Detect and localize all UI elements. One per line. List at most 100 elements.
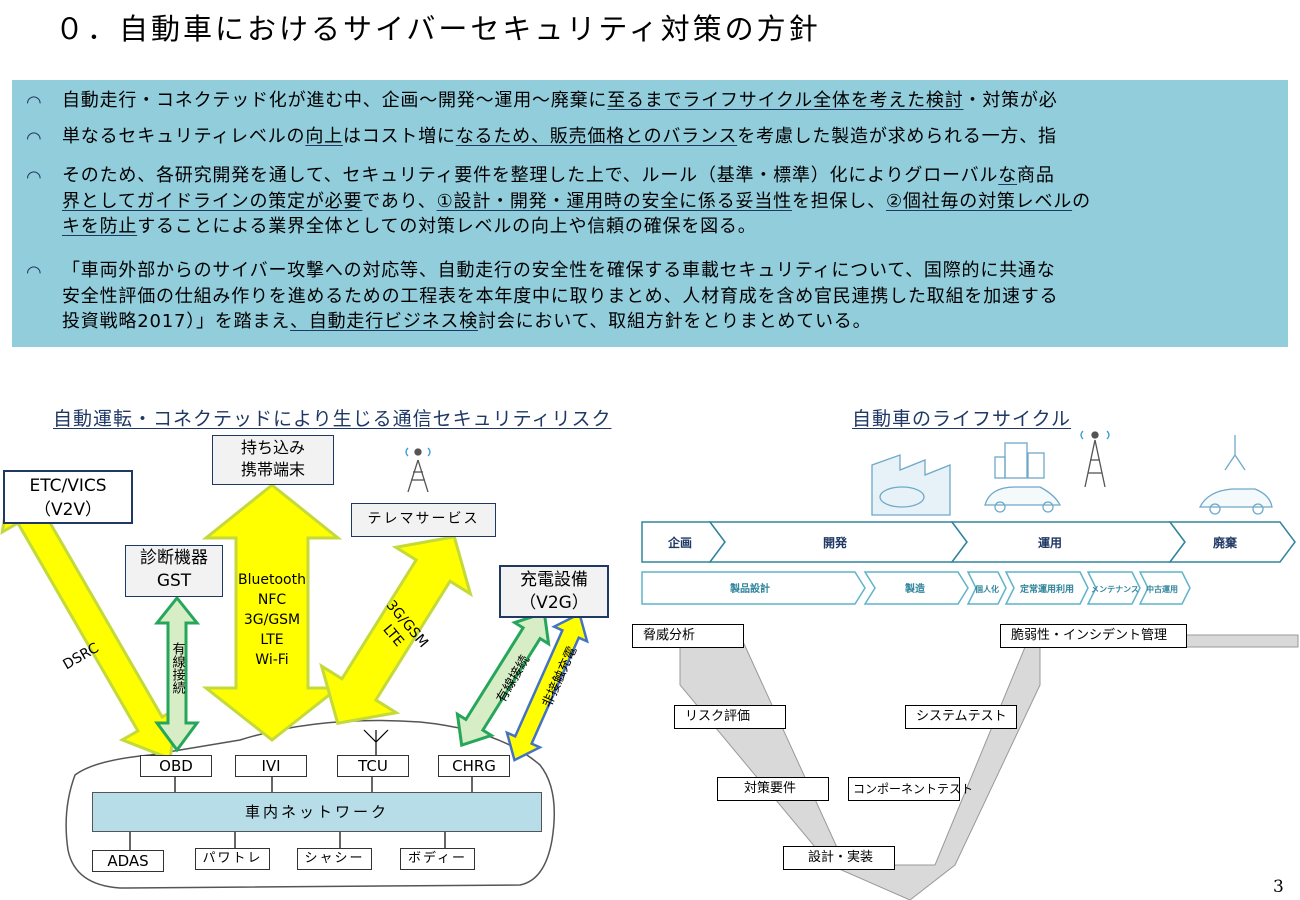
svg-text:企画: 企画 — [667, 535, 692, 550]
v-countermeasure-requirements: 対策要件 — [717, 777, 829, 801]
right-section-title: 自動車のライフサイクル — [852, 408, 1072, 430]
svg-text:廃棄: 廃棄 — [1213, 535, 1238, 550]
svg-text:LTE: LTE — [260, 632, 283, 648]
bullet-icon: ◠ — [26, 167, 42, 188]
text-run: を考慮した製造が求められる一方、指 — [737, 126, 1057, 147]
bullet-line: 「車両外部からのサイバー攻撃への対応等、自動走行の安全性を確保する車載セキュリテ… — [62, 258, 1058, 284]
text-run: 討会において、取組方針をとりまとめている。 — [478, 311, 872, 332]
wired-label-1: 有線接続 — [170, 642, 186, 695]
bullet-line: 投資戦略2017）」を踏まえ、自動走行ビジネス検討会において、取組方針をとりまと… — [62, 309, 1058, 335]
svg-text:3G/GSM: 3G/GSM — [244, 612, 300, 628]
bullet-text-2: 単なるセキュリティレベルの向上はコスト増になるため、販売価格とのバランスを考慮し… — [62, 124, 1057, 150]
text-run: を担保し、 — [791, 190, 886, 212]
text-run: であり、 — [362, 190, 437, 212]
wired-arrow-gst — [153, 595, 201, 753]
underlined-text: キを防止 — [62, 216, 138, 237]
underlined-text: なるため、販売価格とのバランス — [455, 126, 738, 147]
bullet-line: キを防止することによる業界全体としての対策レベルの向上や信頼の確保を図る。 — [62, 214, 1091, 240]
etc-vics-box: ETC/VICS（V2V） — [3, 470, 133, 524]
text-run: 投資戦略2017）」を踏まえ — [62, 311, 291, 332]
text-run: はコスト増に — [342, 126, 456, 147]
underlined-text: ①設計・開発・運用時の安全に係る妥当性 — [436, 190, 792, 212]
svg-text:メンテナンス: メンテナンス — [1091, 585, 1139, 594]
svg-text:製品設計: 製品設計 — [729, 582, 770, 595]
underlined-text: 界としてガイドラインの策定が — [62, 190, 325, 212]
phase-labels: 企画 開発 運用 廃棄 — [667, 535, 1238, 550]
bullet-icon: ◠ — [26, 262, 42, 283]
3g-arrow — [319, 534, 473, 726]
text-run: 安全性評価の仕組み作りを進めるための工程表を本年度中に取りまとめ、人材育成を含め… — [62, 285, 1059, 307]
text-run: 商品 — [1017, 165, 1055, 186]
wired-arrow-chrg — [455, 610, 551, 748]
bullet-text-4: 「車両外部からのサイバー攻撃への対応等、自動走行の安全性を確保する車載セキュリテ… — [62, 258, 1058, 335]
underlined-text: 至るまでライフサイクル全体を考えた検討 — [607, 90, 964, 111]
text-run: することによる業界全体としての対策レベルの向上や信頼の確保を図る。 — [137, 216, 757, 237]
ecu-adas: ADAS — [92, 850, 164, 872]
subphase-chevrons — [641, 571, 1191, 605]
text-run: そのため、各研究開発を通して、セキュリティ要件を整理した上で、ルール（基準・標準… — [62, 165, 999, 186]
bullet-icon: ◠ — [26, 128, 42, 149]
charging-equipment-box: 充電設備（V2G） — [499, 565, 609, 618]
antenna-tower-icon — [405, 447, 431, 493]
antenna-tower-icon — [1080, 430, 1110, 488]
svg-text:中古運用: 中古運用 — [1146, 584, 1178, 594]
page-number: 3 — [1273, 877, 1284, 897]
port-obd: OBD — [140, 755, 212, 777]
svg-text:製造: 製造 — [904, 582, 926, 595]
v-model-tip — [820, 880, 840, 895]
underlined-text: 、自動走行ビジネス検 — [290, 311, 479, 332]
underlined-text: ②個社毎の対策レベル — [885, 190, 1073, 212]
v-threat-analysis: 脅威分析 — [632, 624, 744, 648]
dsrc-label: DSRC — [60, 640, 102, 673]
svg-text:定常運用利用: 定常運用利用 — [1019, 583, 1074, 595]
text-run: ・対策が必 — [963, 90, 1058, 111]
ecu-body: ボディー — [400, 848, 475, 870]
bluetooth-labels: Bluetooth NFC 3G/GSM LTE Wi-Fi — [238, 572, 306, 668]
bullet-line: 安全性評価の仕組み作りを進めるための工程表を本年度中に取りまとめ、人材育成を含め… — [62, 284, 1058, 310]
bluetooth-arrow — [201, 483, 343, 742]
telematics-service-box: テレマサービス — [351, 503, 496, 537]
bus-connectors — [129, 777, 473, 850]
subphase-labels: 製品設計 製造 個人化 定常運用利用 メンテナンス 中古運用 — [729, 582, 1178, 595]
svg-text:Bluetooth: Bluetooth — [238, 572, 306, 588]
port-ivi: IVI — [235, 755, 307, 777]
bullet-text-3: そのため、各研究開発を通して、セキュリティ要件を整理した上で、ルール（基準・標準… — [62, 163, 1091, 240]
phase-chevrons — [641, 521, 1296, 563]
ecu-powertrain: パワトレ — [195, 848, 270, 870]
v-system-test: システムテスト — [905, 705, 1017, 729]
v-risk-assessment: リスク評価 — [674, 705, 786, 729]
factory-icon — [871, 454, 951, 516]
wireless-charge-arrow — [505, 612, 589, 762]
bullet-line: 単なるセキュリティレベルの向上はコスト増になるため、販売価格とのバランスを考慮し… — [62, 124, 1057, 150]
bullet-line: そのため、各研究開発を通して、セキュリティ要件を整理した上で、ルール（基準・標準… — [62, 163, 1091, 189]
svg-text:開発: 開発 — [823, 535, 848, 550]
text-run: 自動走行・コネクテッド化が進む中、企画～開発～運用～廃棄に — [62, 90, 608, 111]
bullet-icon: ◠ — [26, 92, 42, 113]
bullet-text-1: 自動走行・コネクテッド化が進む中、企画～開発～運用～廃棄に至るまでライフサイクル… — [62, 88, 1058, 114]
port-chrg: CHRG — [438, 755, 510, 777]
network-risk-diagram: DSRC 有線接続 Bluetooth NFC 3G/GSM LTE Wi-Fi… — [0, 447, 589, 889]
lifecycle-diagram: 企画 開発 運用 廃棄 製品設計 製造 個人化 定常運用利用 メンテナンス 中古… — [641, 430, 1299, 900]
city-car-icon — [984, 442, 1062, 513]
carry-in-device-box: 持ち込み携帯端末 — [212, 435, 334, 485]
port-tcu: TCU — [337, 755, 409, 777]
page-title: ０．自動車におけるサイバーセキュリティ対策の方針 — [55, 12, 821, 46]
scrap-crane-icon — [1198, 435, 1273, 515]
ecu-chassis: シャシー — [297, 848, 372, 870]
svg-text:NFC: NFC — [258, 592, 287, 608]
underlined-text: 向上 — [305, 126, 343, 147]
v-model-band — [679, 634, 1299, 900]
tcu-antenna-icon — [363, 729, 389, 756]
v-component-test: コンポーネントテスト — [848, 777, 973, 801]
v-design-implementation: 設計・実装 — [783, 846, 895, 870]
text-run: 単なるセキュリティレベルの — [62, 126, 306, 147]
text-run: 「車両外部からのサイバー攻撃への対応等、自動走行の安全性を確保する車載セキュリテ… — [62, 260, 1056, 281]
svg-text:運用: 運用 — [1038, 536, 1062, 550]
bullet-line: 界としてガイドラインの策定が必要であり、①設計・開発・運用時の安全に係る妥当性を… — [62, 189, 1091, 215]
policy-summary-box: ◠ 自動走行・コネクテッド化が進む中、企画～開発～運用～廃棄に至るまでライフサイ… — [12, 80, 1288, 347]
bullet-line: 自動走行・コネクテッド化が進む中、企画～開発～運用～廃棄に至るまでライフサイクル… — [62, 88, 1058, 114]
v-vulnerability-management: 脆弱性・インシデント管理 — [1000, 624, 1187, 648]
svg-text:個人化: 個人化 — [974, 584, 999, 594]
underlined-text: 必要 — [324, 190, 363, 212]
